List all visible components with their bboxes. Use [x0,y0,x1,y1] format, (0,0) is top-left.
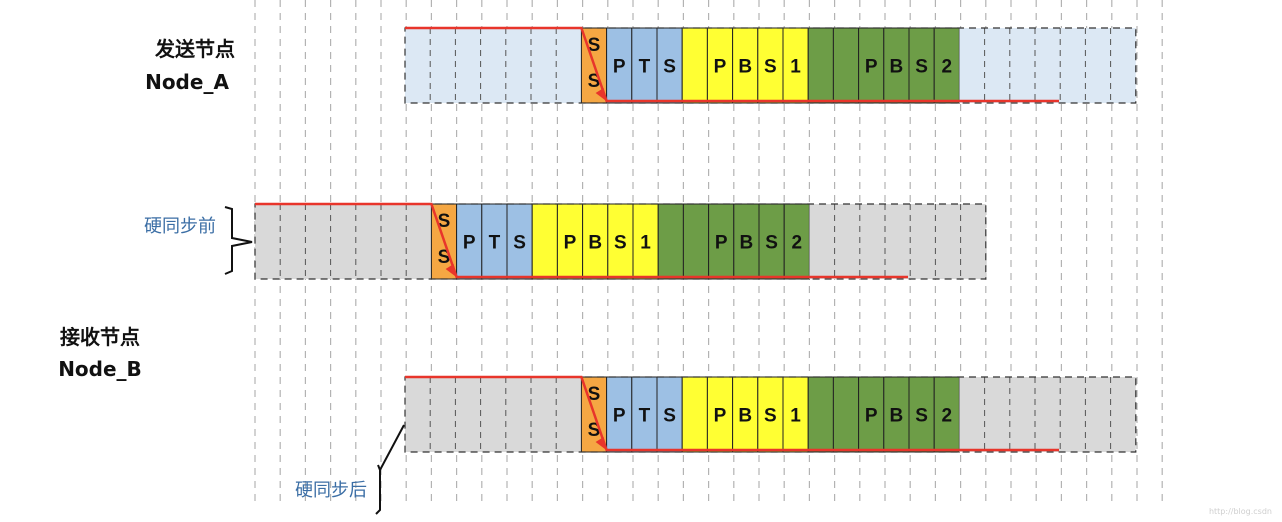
ss-label-top: S [438,211,451,232]
pbs1-letter: S [614,233,627,254]
pts-letter: T [489,233,501,254]
pbs2-letter: B [890,57,904,78]
pts-letter: P [463,233,476,254]
falling-edge-arrowhead [595,437,608,451]
bit-train-outline [404,27,1137,104]
after-sync-bracket [375,424,405,515]
pbs1-cell [531,203,558,280]
pbs1-cell [732,27,759,104]
falling-edge-arrowhead [445,264,458,278]
pbs2-letter: S [765,233,778,254]
watermark: http://blog.csdn [1209,507,1272,516]
pbs1-cell [782,376,809,453]
idle-region [405,377,582,452]
pbs1-cell [681,376,708,453]
before-sync-label: 硬同步前 [144,216,216,237]
pts-letter: S [663,57,676,78]
pts-letter: P [613,57,626,78]
receiver-title: 接收节点 [60,325,140,349]
pts-cell [606,27,633,104]
idle-region [405,28,582,103]
pbs1-letter: 1 [640,233,651,254]
pbs2-cell [657,203,684,280]
pbs2-cell [933,376,960,453]
pbs1-letter: 1 [790,406,801,427]
pbs1-letter: S [764,406,777,427]
pbs1-cell [607,203,634,280]
idle-region [959,28,1136,103]
falling-edge-arrowhead [595,88,608,102]
pbs2-letter: P [715,233,728,254]
pbs2-letter: B [890,406,904,427]
pbs2-letter: P [865,57,878,78]
bit-train-outline [254,203,987,280]
pts-cell [456,203,483,280]
pbs1-letter: B [738,406,752,427]
pbs1-cell [706,376,734,453]
pbs1-letter: B [738,57,752,78]
bus-signal-edge [405,26,1059,103]
pts-letter: T [639,57,651,78]
pts-letter: P [613,406,626,427]
pts-letter: S [663,406,676,427]
pbs2-letter: 2 [942,406,953,427]
bus-signal-edge [405,375,1059,452]
sender-node-name: Node_A [145,70,229,94]
pbs1-cell [681,27,708,104]
pbs2-letter: S [915,406,928,427]
pbs2-letter: P [865,406,878,427]
pbs1-letter: B [588,233,602,254]
idle-region [959,377,1136,452]
pbs1-letter: S [764,57,777,78]
pbs1-cell [757,376,784,453]
pbs2-cell [858,376,885,453]
ss-label-top: S [588,35,601,56]
pbs1-letter: P [564,233,577,254]
pbs2-cell [682,203,710,280]
after-sync-label: 硬同步后 [295,480,367,501]
pbs1-cell [556,203,584,280]
pbs2-cell [832,376,860,453]
pbs2-letter: 2 [792,233,803,254]
bit-train-outline [404,376,1137,453]
bus-signal-edge [255,202,908,279]
before-sync-bracket [224,206,253,275]
pbs2-cell [832,27,860,104]
pbs2-letter: S [915,57,928,78]
ss-label-top: S [588,384,601,405]
pbs2-letter: B [740,233,754,254]
sender-title: 发送节点 [154,37,235,61]
pts-letter: T [639,406,651,427]
pbs2-letter: 2 [942,57,953,78]
pts-cell [631,27,658,104]
pbs1-letter: P [714,57,727,78]
pts-letter: S [513,233,526,254]
idle-region [255,204,432,279]
pbs1-letter: 1 [790,57,801,78]
pbs1-letter: P [714,406,727,427]
pbs2-cell [807,376,834,453]
pbs2-cell [807,27,834,104]
pbs1-cell [732,376,759,453]
idle-region [809,204,986,279]
receiver-node-name: Node_B [58,357,142,381]
